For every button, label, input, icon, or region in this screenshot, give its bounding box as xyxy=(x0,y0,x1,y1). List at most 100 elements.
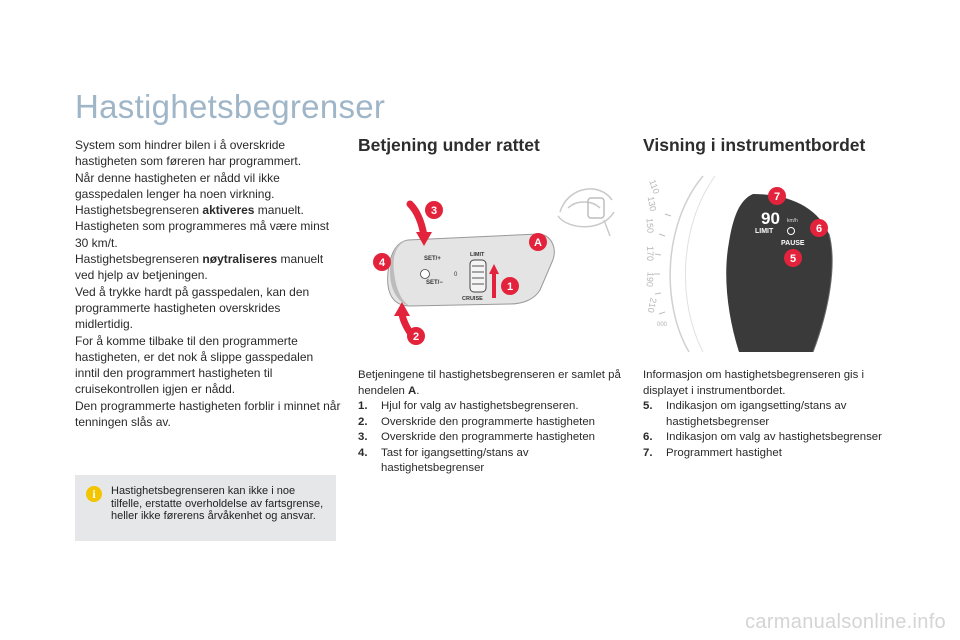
intro-text-part: Hastighetsbegrenseren xyxy=(75,252,203,267)
controls-list: 1. Hjul for valg av hastighetsbegrenseren… xyxy=(358,399,623,477)
display-section-title: Visning i instrumentbordet xyxy=(643,135,866,155)
list-item-text: Overskride den programmerte hastigheten xyxy=(381,415,595,428)
callout-1: 1 xyxy=(501,277,519,295)
callout-3: 3 xyxy=(425,201,443,219)
display-description: Informasjon om hastighetsbegrenseren gis… xyxy=(643,368,908,461)
list-item-text: Tast for igangsetting/stans av hastighet… xyxy=(381,446,529,475)
list-item: 4. Tast for igangsetting/stans av hastigh… xyxy=(358,446,623,477)
controls-lead-end: . xyxy=(416,384,420,397)
list-item: 6. Indikasjon om valg av hastighetsbegren… xyxy=(643,430,908,446)
page-title: Hastighetsbegrenser xyxy=(75,88,386,125)
list-item-number: 2. xyxy=(358,415,368,428)
limiter-symbol-icon xyxy=(787,227,795,235)
callout-4: 4 xyxy=(373,253,391,271)
list-item: 2. Overskride den programmerte hastighete… xyxy=(358,415,623,431)
svg-text:170: 170 xyxy=(645,246,655,261)
callout-5: 5 xyxy=(784,249,802,267)
svg-text:A: A xyxy=(534,237,542,249)
display-panel xyxy=(726,194,833,352)
callout-6: 6 xyxy=(810,219,828,237)
svg-text:3: 3 xyxy=(431,205,437,217)
svg-text:190: 190 xyxy=(644,272,655,288)
list-item-number: 1. xyxy=(358,400,368,412)
display-lead: Informasjon om hastighetsbegrenseren gis… xyxy=(643,369,864,397)
intro-bold-activated: aktiveres xyxy=(202,203,255,218)
label-cruise: CRUISE xyxy=(462,296,483,302)
controls-description: Betjeningene til hastighetsbegrenseren e… xyxy=(358,368,623,477)
intro-paragraph: System som hindrer bilen i å overskride … xyxy=(75,138,302,169)
label-zero: 0 xyxy=(454,272,458,278)
pause-indicator: PAUSE xyxy=(781,240,805,247)
callout-a: A xyxy=(529,233,547,251)
arrow-3 xyxy=(406,200,428,240)
list-item: 7. Programmert hastighet xyxy=(643,446,908,462)
list-item: 1. Hjul for valg av hastighetsbegrenseren… xyxy=(358,399,623,415)
intro-text-part: Hastighetsbegrenseren xyxy=(75,203,203,218)
intro-paragraph: Hastighetsbegrenseren aktiveres manuelt. xyxy=(75,202,341,218)
svg-text:1: 1 xyxy=(507,281,513,293)
svg-text:4: 4 xyxy=(379,257,386,269)
note-text: Hastighetsbegrenseren kan ikke i noe til… xyxy=(111,485,324,523)
stalk-illustration: SET/+ SET/− 0 LIMIT CRUISE 3 A 4 1 2 xyxy=(373,188,615,345)
selection-wheel xyxy=(469,259,487,293)
display-panel-edge xyxy=(812,233,833,353)
svg-text:7: 7 xyxy=(774,191,780,203)
note-box: i Hastighetsbegrenseren kan ikke i noe t… xyxy=(75,475,336,541)
list-item: 3. Overskride den programmerte hastighete… xyxy=(358,430,623,446)
list-item-text: Overskride den programmerte hastigheten xyxy=(381,431,595,443)
callout-7: 7 xyxy=(768,187,786,205)
intro-paragraph: Når denne hastigheten er nådd vil ikke g… xyxy=(75,170,280,201)
list-item-number: 7. xyxy=(643,446,653,459)
arrow-1-head xyxy=(489,264,499,274)
dial-numbers: 110 130 150 170 190 210 xyxy=(644,178,661,313)
list-item-text: Indikasjon om valg av hastighetsbegrense… xyxy=(666,431,882,443)
callout-2: 2 xyxy=(407,327,425,345)
arrow-2-head xyxy=(394,302,410,316)
controls-section-title: Betjening under rattet xyxy=(358,135,540,155)
list-item-number: 3. xyxy=(358,431,368,443)
display-list: 5. Indikasjon om igangsetting/stans av ha… xyxy=(643,399,908,461)
controls-lead-text: Betjeningene til hastighetsbegrenseren e… xyxy=(358,369,621,397)
watermark: carmanualsonline.info xyxy=(745,611,946,633)
speed-unit: km/h xyxy=(787,218,798,224)
svg-text:130: 130 xyxy=(646,195,658,212)
dial-ticks xyxy=(654,213,672,315)
intro-text-part: manuelt. xyxy=(254,203,304,218)
intro-text: System som hindrer bilen i å overskride … xyxy=(75,137,341,430)
intro-paragraph: Den programmerte hastigheten forblir i m… xyxy=(75,398,341,430)
list-item-text: Indikasjon om igangsetting/stans av hast… xyxy=(666,400,847,428)
list-item-number: 6. xyxy=(643,431,653,443)
limit-indicator: LIMIT xyxy=(755,228,774,235)
label-set-minus: SET/− xyxy=(426,280,443,286)
svg-text:110: 110 xyxy=(647,178,661,195)
intro-paragraph: For å komme tilbake til den programmerte… xyxy=(75,333,314,397)
svg-text:150: 150 xyxy=(644,218,655,234)
intro-paragraph: Hastighetsbegrenseren nøytraliseres manu… xyxy=(75,251,341,284)
intro-text-part: manuelt ved hjelp av betjeningen. xyxy=(75,252,324,283)
list-item-number: 5. xyxy=(643,400,653,412)
odometer-readout: 000 xyxy=(657,322,668,328)
info-icon: i xyxy=(86,486,102,502)
svg-text:2: 2 xyxy=(413,331,419,343)
svg-text:6: 6 xyxy=(816,223,822,235)
controls-lead: Betjeningene til hastighetsbegrenseren e… xyxy=(358,368,623,399)
label-set-plus: SET/+ xyxy=(424,256,441,262)
arrow-3-head xyxy=(416,232,432,246)
list-item-number: 4. xyxy=(358,446,368,459)
list-item-text: Hjul for valg av hastighetsbegrenseren. xyxy=(381,400,579,412)
svg-text:210: 210 xyxy=(646,297,659,314)
dial-arc xyxy=(669,175,704,353)
list-item-text: Programmert hastighet xyxy=(666,446,782,459)
lever-end xyxy=(390,240,410,306)
dial-arc-inner xyxy=(684,175,716,353)
steering-wheel-sketch xyxy=(557,188,615,237)
programmed-speed: 90 xyxy=(761,209,780,228)
intro-paragraph: Ved å trykke hardt på gasspedalen, kan d… xyxy=(75,284,310,332)
controls-lead-bold: A xyxy=(408,384,417,397)
instrument-panel-illustration: 110 130 150 170 190 210 000 90 km/h LIMI… xyxy=(644,175,833,353)
svg-text:5: 5 xyxy=(790,253,796,265)
intro-bold-neutralized: nøytraliseres xyxy=(202,252,278,267)
intro-paragraph: Hastigheten som programmeres må være min… xyxy=(75,219,330,250)
list-item: 5. Indikasjon om igangsetting/stans av ha… xyxy=(643,399,908,430)
speed-symbol-icon xyxy=(420,269,430,279)
